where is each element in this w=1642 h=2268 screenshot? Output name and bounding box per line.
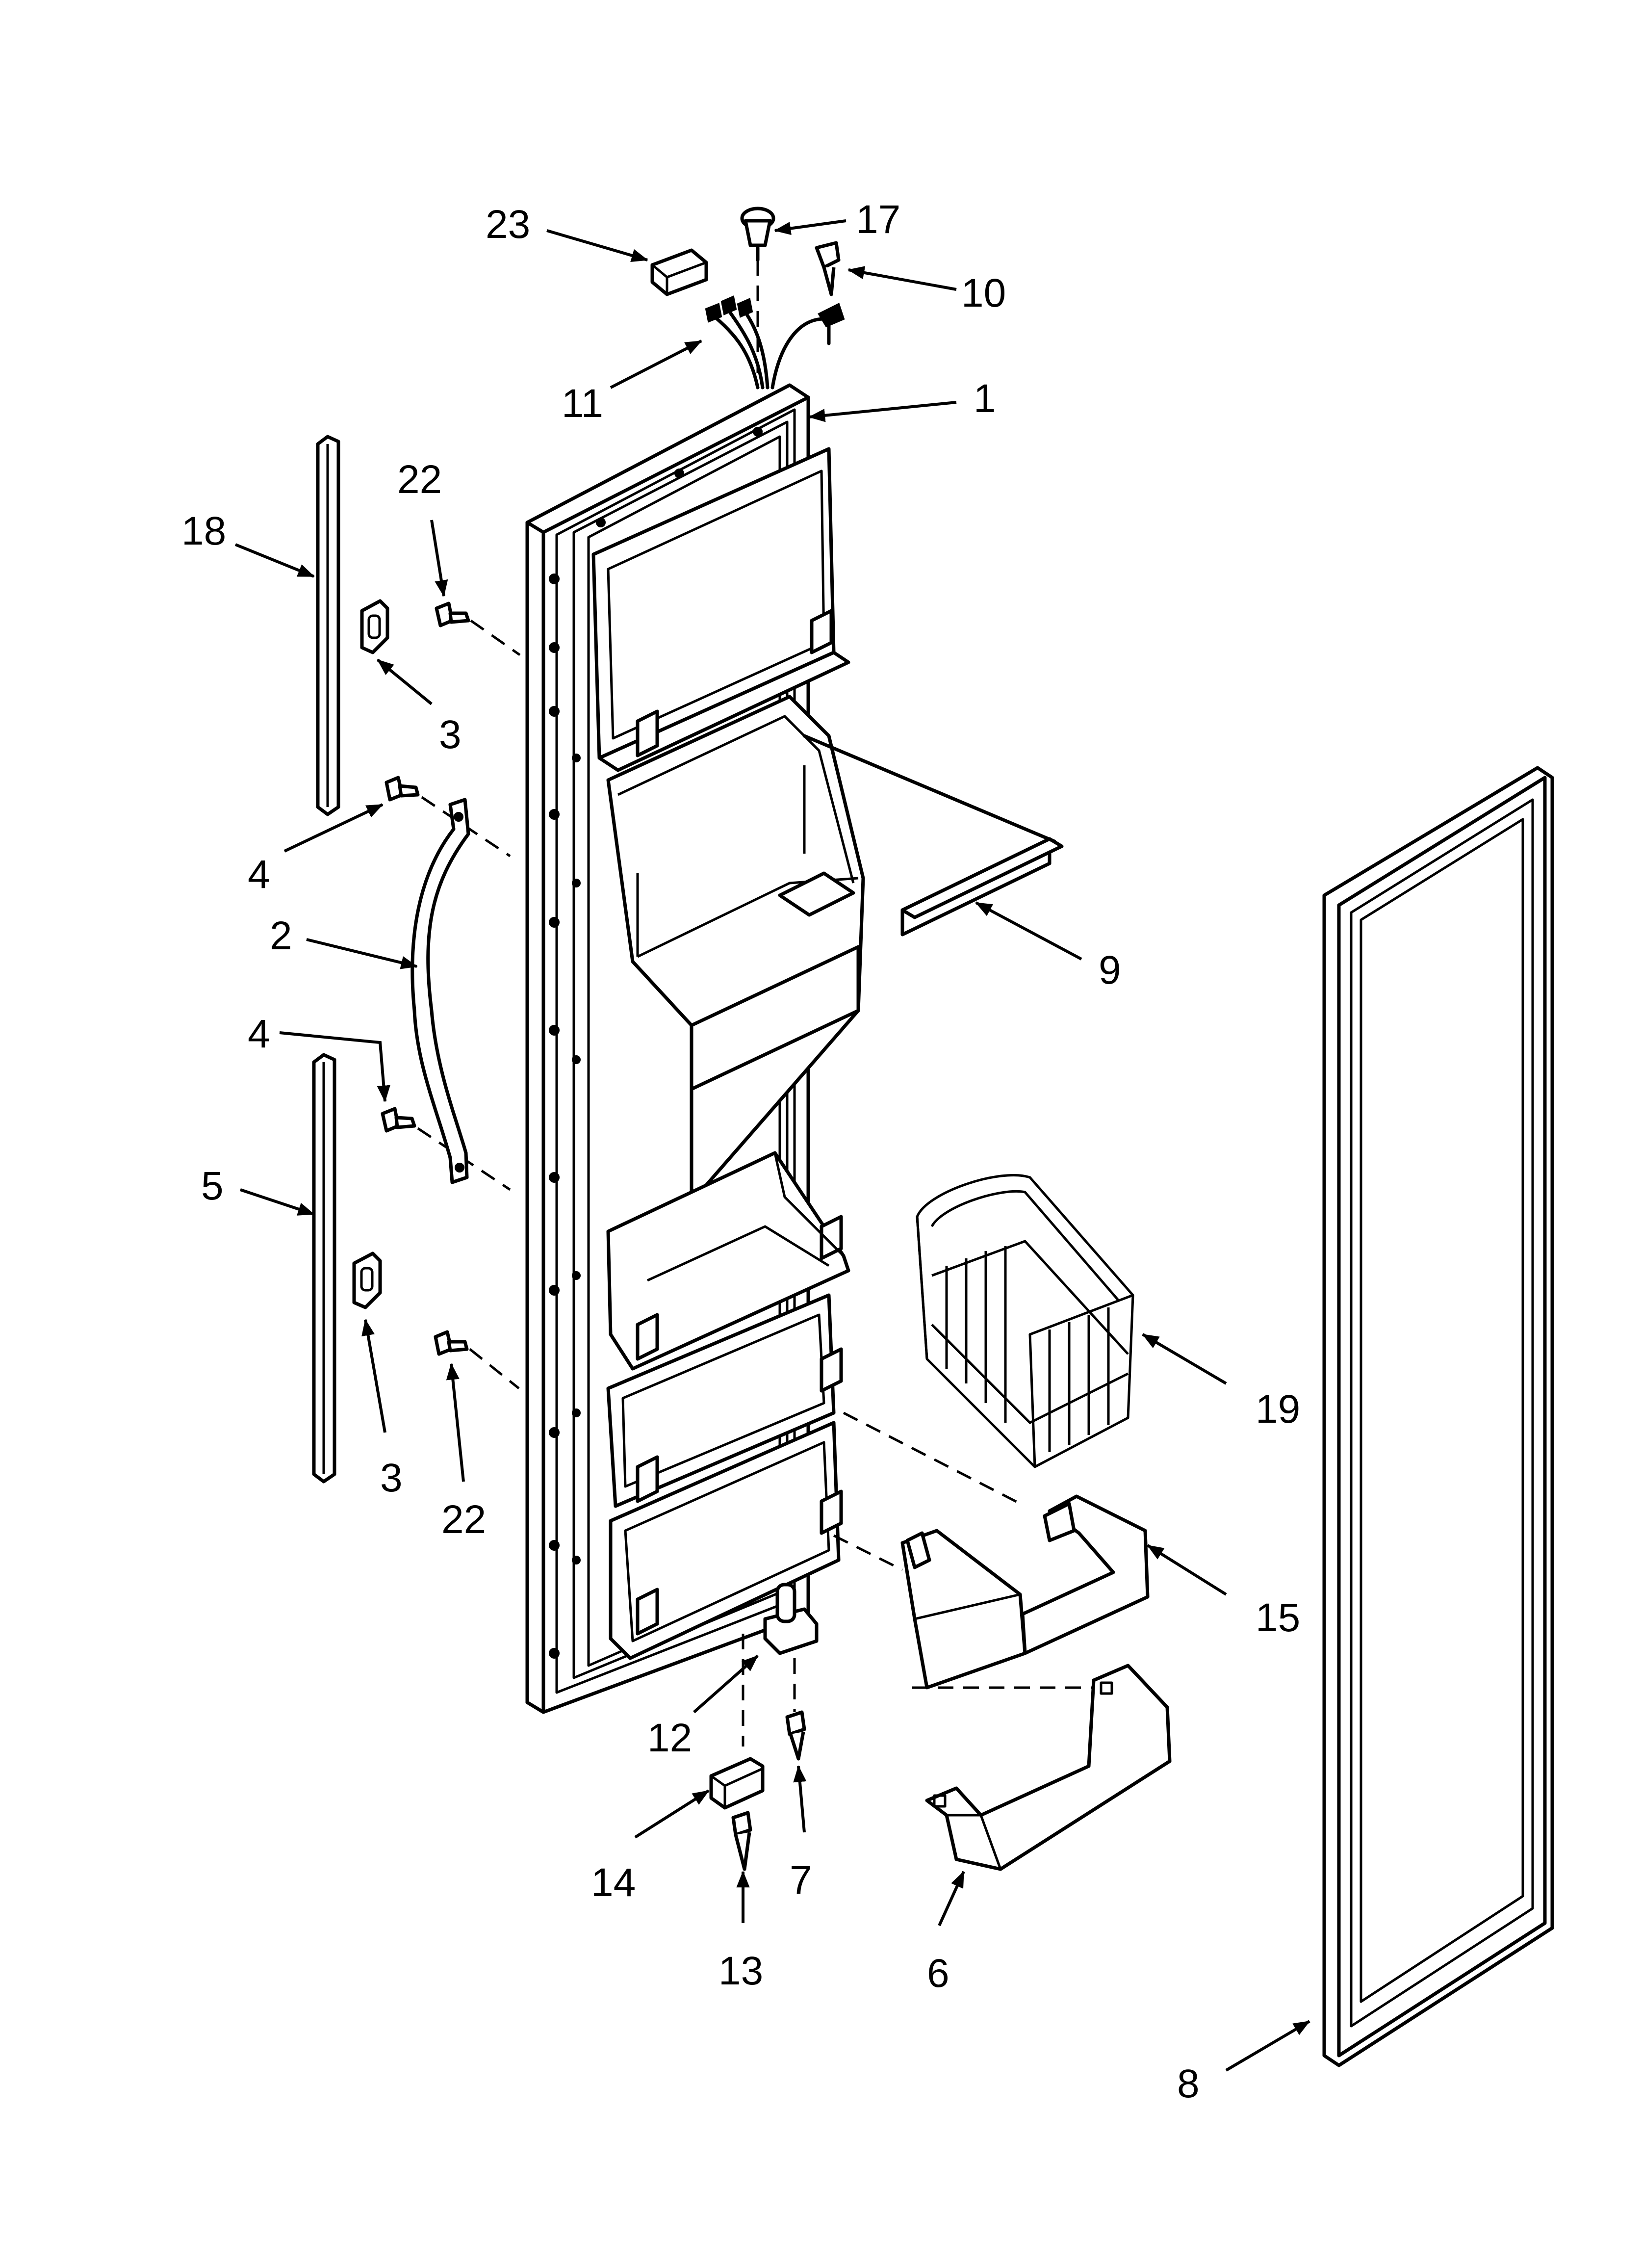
callout-9: 9 [1099,948,1121,992]
callout-4-lower: 4 [248,1012,270,1056]
door-panel [525,383,865,1714]
callout-17: 17 [856,197,900,242]
callout-11: 11 [562,381,603,426]
callout-12: 12 [647,1716,692,1760]
callout-22-upper: 22 [397,457,442,502]
wire-harness [705,295,826,390]
hinge-12 [763,1583,819,1655]
door-gasket-8 [1322,766,1554,2067]
door-handle [410,798,470,1184]
callout-6: 6 [927,1951,949,1996]
callout-22-lower: 22 [441,1497,486,1542]
wire-connector [650,248,708,296]
rail-9 [802,734,1064,937]
trim-strip-lower [312,1053,336,1484]
hinge-screw-13 [731,1811,752,1871]
callout-7: 7 [790,1858,812,1903]
hinge-screw-7 [785,1658,806,1761]
callout-10: 10 [961,271,1006,315]
callout-18: 18 [181,509,226,553]
callout-8: 8 [1177,2061,1200,2106]
callout-14: 14 [591,1860,636,1905]
light-socket [740,207,775,373]
basket-19 [916,1174,1134,1468]
callout-13: 13 [718,1949,763,1993]
callout-labels: 23 17 10 11 1 22 18 3 4 2 4 5 3 22 9 19 … [181,197,1300,2106]
screw-10 [815,241,845,345]
clip-upper [360,599,389,654]
callout-3-upper: 3 [439,712,462,757]
door-bin-15 [833,1411,1150,1690]
clip-lower [352,1251,382,1309]
screw-22-lower [434,1330,520,1389]
callout-23: 23 [486,202,530,247]
callout-1: 1 [974,376,996,421]
bottom-bin-6 [912,1664,1172,1871]
trim-strip-upper [316,435,340,816]
callout-4-upper: 4 [248,852,270,897]
callout-5: 5 [201,1164,224,1208]
callout-2: 2 [270,913,292,958]
screw-22-upper [435,601,521,656]
callout-3-lower: 3 [380,1456,403,1500]
callout-19: 19 [1256,1387,1300,1432]
callout-leaders [234,219,1310,2072]
callout-15: 15 [1256,1595,1300,1640]
hinge-14 [709,1634,765,1810]
